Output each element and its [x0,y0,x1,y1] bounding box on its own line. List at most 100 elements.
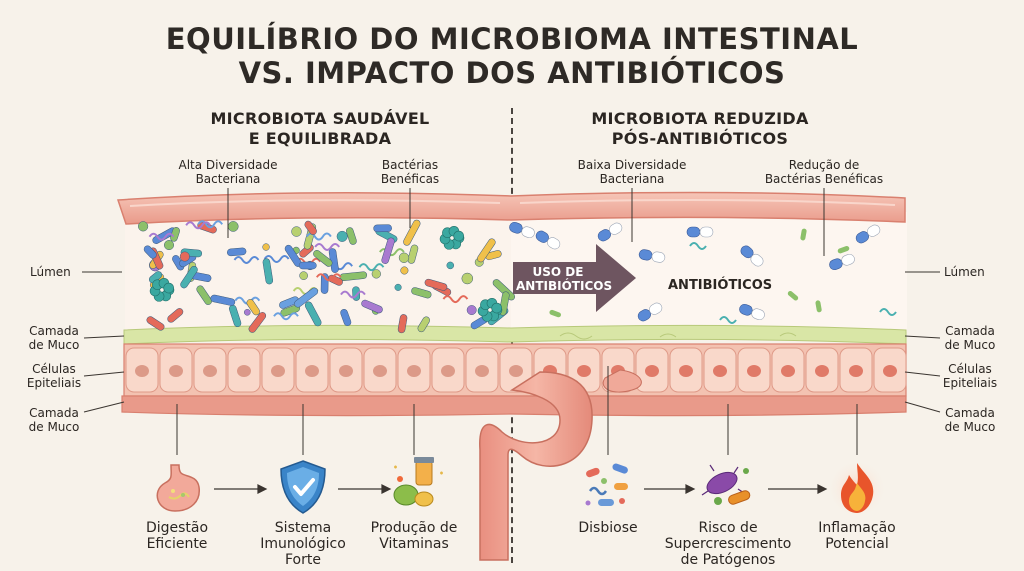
outcome-inflammation-line-1: Inflamação [818,520,896,536]
callout-beneficial-line-2: Benéficas [380,172,440,186]
left-label-mucus-bottom: Camada de Muco [24,406,84,434]
antibiotic-pill [637,302,663,322]
cell-nucleus [407,365,421,377]
left-heading-line-2: E EQUILIBRADA [248,129,392,148]
bacterium [196,285,212,305]
bacterium [143,245,157,259]
bacteria-reduced [509,221,897,324]
flame-icon [841,463,874,513]
left-heading-line-1: MICROBIOTA SAUDÁVEL [210,109,430,128]
left-label-epithelial-line-1: Células [32,362,76,376]
bacteria-cluster [163,282,175,294]
bacterium [210,294,236,306]
left-label-mucus-bottom-line-2: de Muco [28,420,80,434]
bacterium [148,232,175,241]
bacterium [163,240,175,251]
antibiotic-pill [686,226,714,238]
bacterium [371,269,381,279]
bacterium [179,251,190,262]
antibiotic-pill [740,245,764,267]
right-label-mucus-bottom-line-2: de Muco [944,420,996,434]
callout-high-diversity-line-2: Bacteriana [195,172,261,186]
bacteria-cluster [453,230,465,242]
callout-low-diversity: Baixa Diversidade Bacteriana [562,158,702,186]
cell-nucleus [747,365,761,377]
bacterium [787,291,799,301]
outcome-digestion-line-2: Eficiente [146,536,208,552]
bacterium [340,309,352,327]
callout-reduction: Redução de Bactérias Benéficas [754,158,894,186]
cell-nucleus [713,365,727,377]
cell-nucleus [237,365,251,377]
bacterium [299,271,308,280]
right-label-epithelial-line-1: Células [948,362,992,376]
bacterium [246,299,260,316]
bacterium [339,271,368,282]
outcome-immune-line-2: Imunológico [260,536,346,552]
right-label-mucus-top-line-1: Camada [945,324,995,338]
bacterium [549,309,562,318]
callout-high-diversity-line-1: Alta Diversidade [178,158,278,172]
arrow-label-line-2: ANTIBIÓTICOS [516,279,613,293]
bacterium [403,219,421,246]
right-label-epithelial-line-2: Epiteliais [942,376,998,390]
bacterium [291,226,302,237]
bacterium [313,250,333,267]
right-heading-line-2: PÓS-ANTIBIÓTICOS [611,129,789,148]
bacterium [400,266,409,275]
antibiotic-pill [535,230,561,250]
right-label-epithelial: Células Epiteliais [940,362,1000,390]
antibiotic-pill [739,303,765,321]
bacterium [800,228,807,241]
title-line-2: VS. IMPACTO DOS ANTIBIÓTICOS [238,56,786,90]
bacterium [346,227,357,245]
cell-nucleus [509,365,523,377]
bacterium [446,261,455,270]
outcome-pathogen: Risco de Supercrescimento de Patógenos [663,520,793,568]
bacterium [248,312,267,333]
outcome-immune-line-3: Forte [285,552,321,568]
antibiotic-pill [509,221,535,239]
bottom-intestinal-wall [121,395,907,417]
antibiotic-pill [638,249,666,263]
callout-reduction-line-2: Bactérias Benéficas [764,172,884,186]
cell-nucleus [577,365,591,377]
bacterium [394,283,402,291]
bacterium [197,220,224,229]
bacterium [336,230,348,242]
cell-nucleus [781,365,795,377]
bacterium [340,290,366,299]
bacterium [398,252,410,263]
bacterium [461,272,474,285]
epithelial-cells [125,347,907,393]
cell-nucleus [203,365,217,377]
bacterium [262,258,274,285]
right-heading-line-1: MICROBIOTA REDUZIDA [591,109,809,128]
outcome-pathogen-line-2: Supercrescimento [664,536,792,552]
bacterium [243,309,251,316]
bacterium [466,305,477,315]
cell-nucleus [475,365,489,377]
bacterium [233,255,260,264]
colon-tube [479,371,593,561]
right-label-mucus-bottom: Camada de Muco [940,406,1000,434]
bacterium [719,316,737,324]
outcome-dysbiosis-line-1: Disbiose [578,520,638,536]
bacterium [442,295,469,304]
cell-nucleus [135,365,149,377]
left-label-mucus-top-line-1: Camada [29,324,79,338]
outcome-pathogen-line-1: Risco de [698,520,758,536]
callout-low-diversity-line-2: Bacteriana [599,172,665,186]
shield-check-icon [280,460,326,514]
callout-high-diversity: Alta Diversidade Bacteriana [158,158,298,186]
bacterium [407,244,419,264]
left-label-epithelial-line-2: Epiteliais [26,376,82,390]
cell-nucleus [339,365,353,377]
antibiotic-pill [855,224,881,244]
bacterium [689,242,707,250]
callout-beneficial-line-1: Bactérias [381,158,439,172]
bacteria-healthy [138,219,516,334]
vitamins-icon [393,457,443,507]
cell-nucleus [271,365,285,377]
